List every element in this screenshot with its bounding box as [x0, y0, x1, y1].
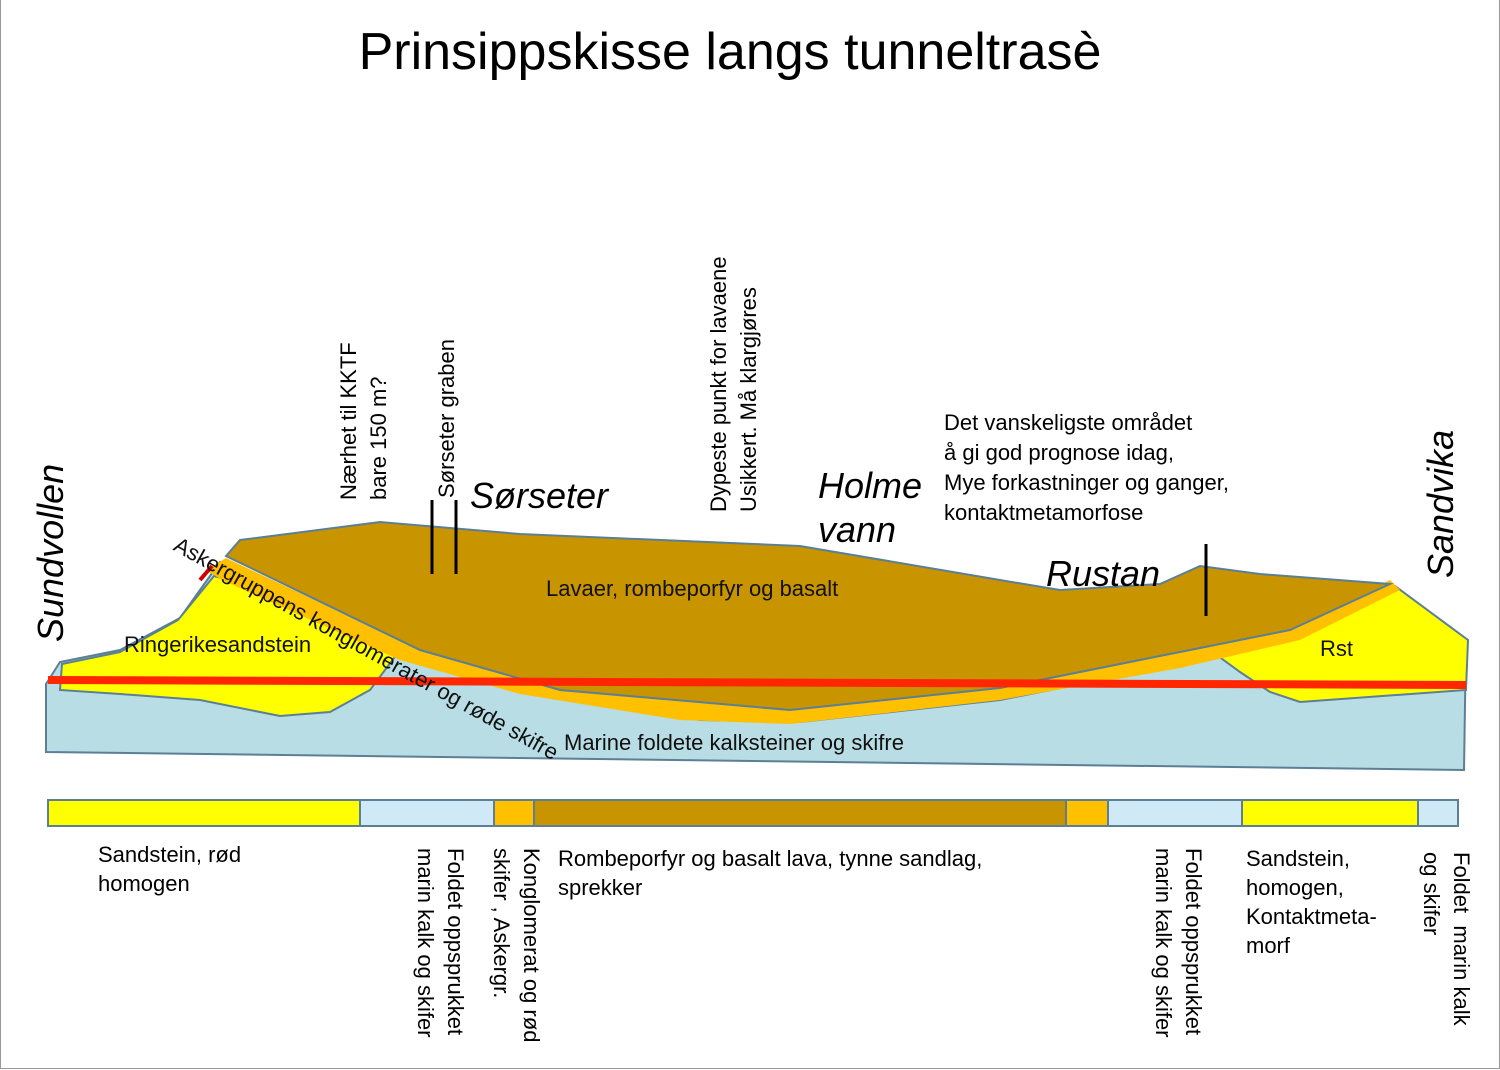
diagram-title: Prinsippskisse langs tunneltrasè — [358, 23, 1102, 81]
legend-segment-foldet-1 — [359, 799, 495, 827]
legend-text-foldet-3: Foldet marin kalk og skifer — [1419, 852, 1474, 1026]
legend-text-rombeporfyr: Rombeporfyr og basalt lava, tynne sandla… — [558, 846, 983, 900]
label-lavaer: Lavaer, rombeporfyr og basalt — [546, 576, 839, 601]
legend-segment-sandstone-red — [47, 799, 361, 827]
legend-bar — [47, 799, 1459, 827]
legend-segment-foldet-3 — [1417, 799, 1459, 827]
label-marine: Marine foldete kalksteiner og skifre — [564, 730, 904, 755]
annotation-graben: Sørseter graben — [434, 339, 459, 498]
legend-segment-sandstone-homogen — [1241, 799, 1419, 827]
place-sundvollen: Sundvollen — [30, 463, 71, 642]
place-rustan: Rustan — [1046, 553, 1161, 594]
legend-segment-konglomerat — [493, 799, 535, 827]
red-mark — [198, 564, 214, 582]
legend-text-sandstein-homogen: Sandstein, homogen, Kontaktmeta- morf — [1246, 846, 1377, 958]
legend-text-foldet-2: Foldet oppsprukket marin kalk og skifer — [1151, 848, 1206, 1038]
legend-text-sandstein-rod: Sandstein, rød homogen — [98, 842, 242, 896]
place-sorseter: Sørseter — [470, 475, 609, 516]
annotation-dypeste: Dypeste punkt for lavaene Usikkert. Må k… — [706, 256, 761, 512]
label-ringerike: Ringerikesandstein — [124, 632, 312, 657]
place-sandvika: Sandvika — [1420, 429, 1461, 578]
legend-segment-rombeporfyr — [533, 799, 1067, 827]
tunnel-line — [47, 676, 1467, 689]
label-rst: Rst — [1320, 636, 1353, 661]
legend-text-foldet-1: Foldet oppsprukket marin kalk og skifer — [413, 848, 468, 1038]
legend-segment-konglomerat-2 — [1065, 799, 1109, 827]
annotation-vanskeligste: Det vanskeligste området å gi god progno… — [944, 410, 1229, 525]
lava-layer — [224, 520, 1394, 712]
place-holmevann: Holme vann — [818, 465, 923, 550]
legend-segment-foldet-2 — [1107, 799, 1243, 827]
annotation-kktf: Nærhet til KKTF bare 150 m? — [336, 342, 391, 500]
legend-text-konglomerat: Konglomerat og rød skifer , Askergr. — [489, 848, 544, 1043]
